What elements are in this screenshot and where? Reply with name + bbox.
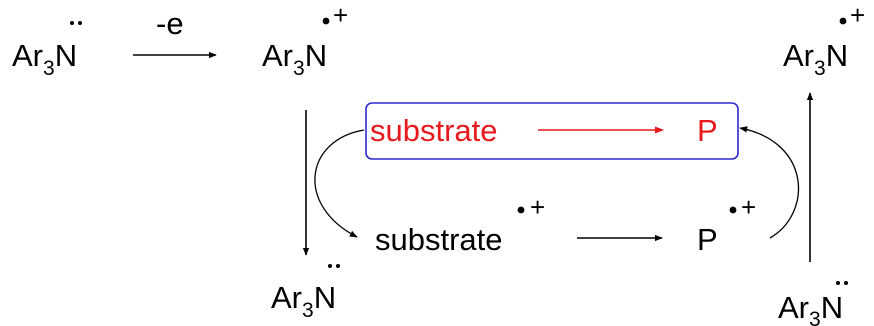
amine-subscript: 3 — [814, 57, 826, 80]
amine-ar: Ar — [12, 38, 43, 73]
svg-text:Ar3N: Ar3N — [783, 38, 848, 80]
lone-pair-dot — [836, 281, 840, 285]
amine-subscript: 3 — [302, 299, 314, 322]
amine-radical-cation-right: Ar3N + — [783, 0, 865, 80]
lone-pair-dot — [336, 264, 340, 268]
svg-text:Ar3N: Ar3N — [778, 290, 843, 326]
lone-pair-dot — [844, 281, 848, 285]
amine-subscript: 3 — [809, 308, 821, 326]
cation-sign: + — [530, 192, 545, 222]
svg-text:Ar3N: Ar3N — [12, 38, 77, 80]
radical-dot — [517, 206, 525, 214]
amine-n: N — [314, 280, 336, 315]
svg-text:Ar3N: Ar3N — [262, 38, 327, 80]
cation-sign: + — [333, 0, 348, 30]
amine-ar: Ar — [262, 38, 293, 73]
product-label: P — [697, 222, 718, 257]
radical-dot — [322, 17, 330, 25]
lone-pair-dot — [328, 264, 332, 268]
substrate-label-red: substrate — [370, 113, 498, 148]
cation-sign: + — [741, 192, 756, 222]
lone-pair-dot — [78, 21, 82, 25]
amine-subscript: 3 — [293, 57, 305, 80]
product-radical-cation: P + — [697, 192, 756, 257]
amine-neutral-bottom-right: Ar3N — [778, 281, 848, 326]
svg-text:Ar3N: Ar3N — [271, 280, 336, 322]
radical-dot — [839, 17, 847, 25]
amine-ar: Ar — [778, 290, 809, 325]
curved-arrow-left — [314, 129, 365, 238]
amine-ar: Ar — [783, 38, 814, 73]
substrate-radical-cation: substrate + — [375, 192, 545, 257]
radical-dot — [729, 206, 737, 214]
amine-neutral-start: Ar3N — [12, 21, 82, 80]
cation-sign: + — [850, 0, 865, 30]
amine-ar: Ar — [271, 280, 302, 315]
amine-n: N — [55, 38, 77, 73]
curved-arrow-right — [739, 126, 800, 239]
amine-subscript: 3 — [43, 57, 55, 80]
highlight-box — [365, 102, 739, 160]
product-label-red: P — [697, 113, 718, 148]
substrate-label: substrate — [375, 222, 503, 257]
amine-n: N — [305, 38, 327, 73]
amine-radical-cation-top: Ar3N + — [262, 0, 348, 80]
amine-n: N — [826, 38, 848, 73]
amine-n: N — [821, 290, 843, 325]
oxidation-label: -e — [156, 6, 184, 41]
amine-neutral-bottom-left: Ar3N — [271, 264, 340, 322]
lone-pair-dot — [70, 21, 74, 25]
